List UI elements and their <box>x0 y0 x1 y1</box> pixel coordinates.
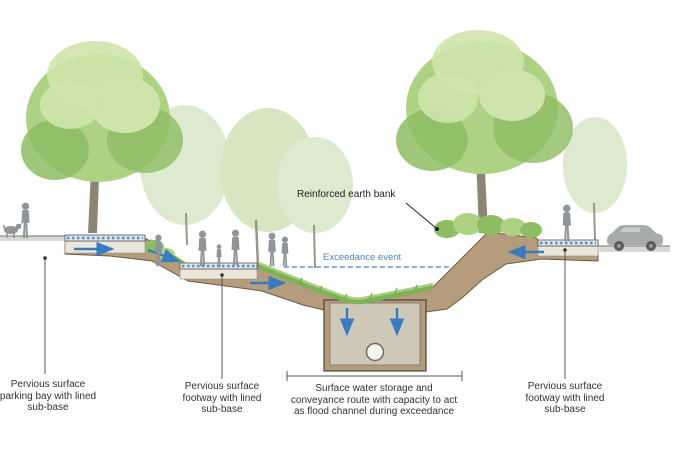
label-storage-route: Surface water storage and conveyance rou… <box>272 383 476 418</box>
foliage-blob <box>396 109 468 171</box>
label-line: sub-base <box>544 404 586 415</box>
foliage-blob <box>563 117 627 213</box>
label-line: footway with lined <box>525 392 605 404</box>
footway-left-subbase <box>179 268 258 280</box>
foliage-blob <box>21 120 89 180</box>
label-line: footway with lined <box>182 392 262 404</box>
sidewalk-left <box>0 236 65 241</box>
leader-reinforced-bank <box>405 202 437 229</box>
label-line: as flood channel during exceedance <box>293 406 455 417</box>
person-silhouette <box>198 230 207 267</box>
leader-dot <box>220 273 224 277</box>
label-line: conveyance route with capacity to act <box>290 394 458 406</box>
parking-surface <box>64 234 146 242</box>
person-silhouette <box>231 229 240 266</box>
label-line: sub-base <box>27 402 69 413</box>
label-reinforced-earth-bank: Reinforced earth bank <box>297 189 396 200</box>
person-silhouette <box>268 232 276 267</box>
tree-right <box>396 30 573 233</box>
shrub <box>477 215 505 235</box>
car-hub <box>649 244 653 248</box>
label-exceedance-event: Exceedance event <box>323 252 402 263</box>
leader-dot <box>563 248 567 252</box>
leader-dot <box>435 227 439 231</box>
background-trunk <box>254 219 260 267</box>
background-trunk <box>313 224 316 269</box>
label-line: sub-base <box>201 404 243 415</box>
dog-silhouette <box>2 223 22 238</box>
grass-tufts <box>299 277 418 300</box>
car-window <box>620 227 640 232</box>
label-line: Pervious surface <box>10 379 86 390</box>
background-foliage <box>140 105 627 269</box>
car-silhouette <box>607 225 663 251</box>
foliage-blob <box>418 73 478 123</box>
shrub <box>520 222 542 238</box>
pipe-icon <box>365 342 385 362</box>
label-line: Surface water storage and <box>315 383 433 394</box>
label-parking-bay: Pervious surface parking bay with lined … <box>0 379 100 414</box>
flow-arrows <box>74 241 544 337</box>
leader-dot <box>43 256 47 260</box>
bank-shrubs <box>434 213 542 238</box>
label-footway-left: Pervious surface footway with lined sub-… <box>170 381 274 416</box>
car-hub <box>617 244 621 248</box>
road-right <box>598 246 670 252</box>
foliage-blob <box>90 77 160 133</box>
dog-leash <box>19 215 28 227</box>
background-trunk <box>185 212 188 246</box>
parking-subbase <box>64 240 146 254</box>
foliage-blob <box>40 81 100 129</box>
tree-left <box>21 41 183 233</box>
flow-arrow-left-slope <box>147 248 181 263</box>
label-line: Pervious surface <box>184 381 260 392</box>
shrub <box>500 218 526 236</box>
person-silhouette <box>562 204 571 242</box>
channel-grass-highlight <box>258 261 434 300</box>
footway-right-subbase <box>537 245 599 257</box>
foliage-blob <box>277 137 353 233</box>
foliage-blob <box>479 69 545 121</box>
pedestrians <box>2 202 571 267</box>
leader-lines <box>43 202 567 381</box>
label-footway-right: Pervious surface footway with lined sub-… <box>513 381 617 416</box>
person-silhouette <box>281 236 289 267</box>
bracket-storage <box>286 371 463 381</box>
person-dog-walker <box>21 202 30 239</box>
shrub <box>453 213 483 235</box>
storage-box <box>323 299 427 372</box>
label-line: Pervious surface <box>527 381 603 392</box>
background-trunk <box>593 202 596 241</box>
label-line: parking bay with lined <box>0 390 97 402</box>
car-body <box>607 225 663 245</box>
channel-grass-line <box>257 263 434 305</box>
